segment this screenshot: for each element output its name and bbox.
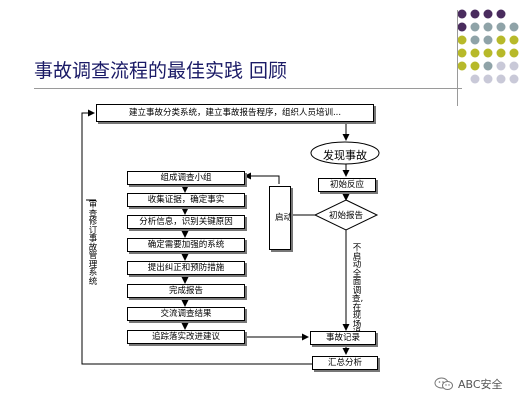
wechat-icon [434,377,453,390]
step-box: 收集证据，确定事实 [127,193,245,207]
preparation-box: 建立事故分类系统，建立事故报告程序，组织人员培训... [96,104,374,122]
step-box: 完成报告 [127,284,245,298]
summary-analysis-box: 汇总分析 [312,356,378,370]
start-oval-text: 发现事故 [323,149,367,162]
watermark: ABC安全 [434,376,503,392]
accident-record-box: 事故记录 [310,331,376,345]
step-box: 追踪落实改进建议 [127,330,245,344]
step-box: 提出纠正和预防措施 [127,261,245,275]
step-box: 组成调查小组 [127,171,245,185]
decorative-vertical-line [457,10,458,106]
initial-report-text: 初始报告 [328,211,363,221]
title-underline [34,88,462,89]
start-investigation-box: 启动全面调查 [269,186,291,250]
step-box: 确定需要加强的系统 [127,238,245,252]
page-title: 事故调查流程的最佳实践 回顾 [34,60,288,82]
start-investigation-label: 启动全面调查 [275,212,290,223]
decorative-dots [457,9,519,84]
step-box: 分析信息，识别关键原因 [127,215,245,229]
review-label: 审查修订事故管理系统 [88,200,98,287]
watermark-text: ABC安全 [458,378,503,391]
initial-response-box: 初始反应 [318,178,376,192]
step-box: 交流调查结果 [127,307,245,321]
